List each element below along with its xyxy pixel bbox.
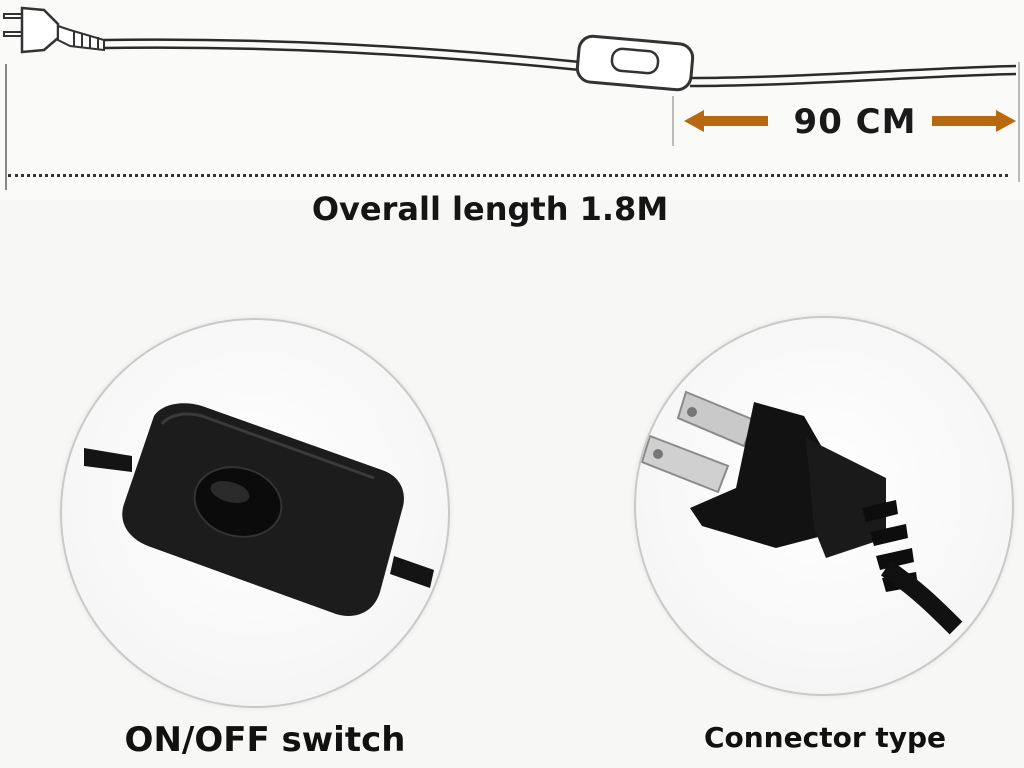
overall-length-line: [8, 174, 1008, 177]
left-arrow-icon: [684, 110, 768, 132]
cord-wire: [103, 46, 581, 72]
right-arrow-icon: [932, 110, 1016, 132]
cord-wire: [103, 38, 581, 64]
connector-caption: Connector type: [703, 721, 947, 754]
switch-closeup: [60, 318, 450, 708]
length-boundary-marker: [5, 64, 7, 190]
segment-length-label: 90 CM: [793, 102, 917, 142]
segment-boundary-marker: [672, 96, 674, 146]
cord-diagram-area: [0, 0, 1024, 200]
switch-caption: ON/OFF switch: [124, 720, 406, 760]
power-cord-diagram: [3, 6, 1017, 132]
inline-switch-icon: [84, 403, 434, 616]
cord-wire: [689, 64, 1017, 80]
plug-closeup: [634, 316, 1014, 696]
length-boundary-marker: [1018, 62, 1020, 182]
inline-switch-icon: [575, 34, 695, 92]
two-prong-plug-icon: [640, 390, 963, 635]
plug-icon: [3, 6, 105, 54]
overall-length-label: Overall length 1.8M: [311, 190, 669, 228]
cord-wire: [689, 72, 1017, 88]
